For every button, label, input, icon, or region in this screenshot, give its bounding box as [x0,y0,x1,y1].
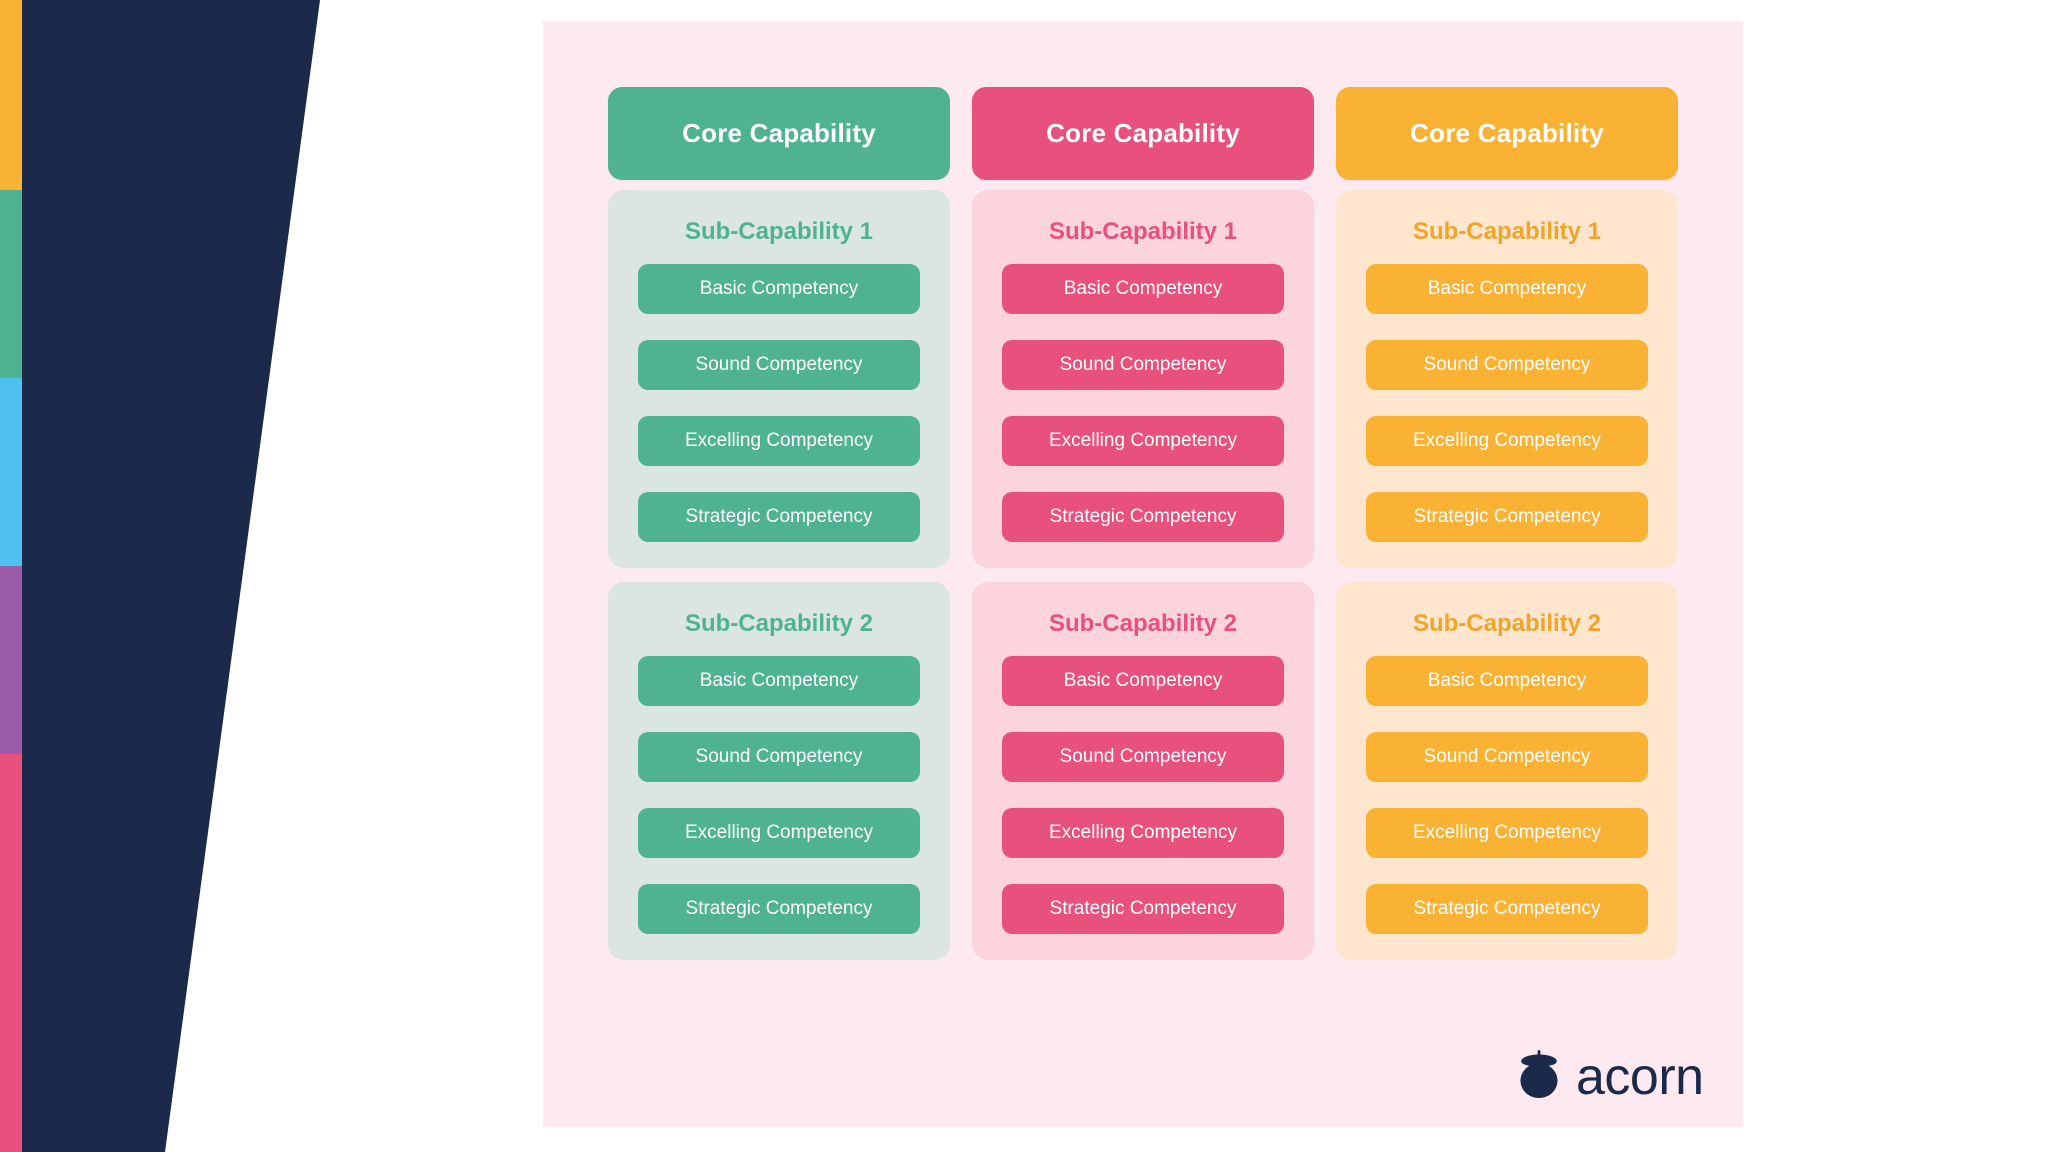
sub-capability-title: Sub-Capability 1 [684,218,874,245]
competency-item[interactable]: Excelling Competency [1002,808,1284,858]
navy-wedge [22,0,320,1152]
competency-item[interactable]: Basic Competency [1002,264,1284,314]
competency-item[interactable]: Sound Competency [638,340,920,390]
sub-capability-title: Sub-Capability 1 [1412,218,1602,245]
left-decoration [0,0,340,1152]
competency-item[interactable]: Strategic Competency [638,492,920,542]
acorn-logo: acorn [1516,1048,1704,1105]
competency-item[interactable]: Excelling Competency [1002,416,1284,466]
competency-item[interactable]: Sound Competency [1366,732,1648,782]
sub-capability-title: Sub-Capability 2 [684,610,874,637]
sub-capability-title: Sub-Capability 1 [1048,218,1238,245]
rose-strip [0,754,22,1152]
core-capability-header[interactable]: Core Capability [608,87,950,180]
sub-capability-title: Sub-Capability 2 [1412,610,1602,637]
purple-strip [0,566,22,754]
competency-item[interactable]: Strategic Competency [1002,492,1284,542]
core-capability-header[interactable]: Core Capability [1336,87,1678,180]
blue-strip [0,378,22,566]
competency-item[interactable]: Excelling Competency [1366,416,1648,466]
competency-item[interactable]: Strategic Competency [1366,492,1648,542]
competency-item[interactable]: Strategic Competency [638,884,920,934]
competency-item[interactable]: Basic Competency [638,264,920,314]
competency-item[interactable]: Strategic Competency [1366,884,1648,934]
green-strip [0,190,22,378]
acorn-icon [1516,1048,1562,1105]
competency-item[interactable]: Sound Competency [1002,340,1284,390]
amber-strip [0,0,22,190]
competency-item[interactable]: Sound Competency [638,732,920,782]
sub-capability-title: Sub-Capability 2 [1048,610,1238,637]
competency-item[interactable]: Basic Competency [638,656,920,706]
competency-item[interactable]: Excelling Competency [638,808,920,858]
competency-item[interactable]: Sound Competency [1366,340,1648,390]
competency-item[interactable]: Basic Competency [1366,656,1648,706]
acorn-wordmark: acorn [1576,1047,1704,1106]
competency-item[interactable]: Excelling Competency [1366,808,1648,858]
competency-item[interactable]: Excelling Competency [638,416,920,466]
color-strip [0,0,22,1152]
competency-item[interactable]: Basic Competency [1366,264,1648,314]
competency-item[interactable]: Strategic Competency [1002,884,1284,934]
core-capability-header[interactable]: Core Capability [972,87,1314,180]
competency-item[interactable]: Sound Competency [1002,732,1284,782]
competency-item[interactable]: Basic Competency [1002,656,1284,706]
